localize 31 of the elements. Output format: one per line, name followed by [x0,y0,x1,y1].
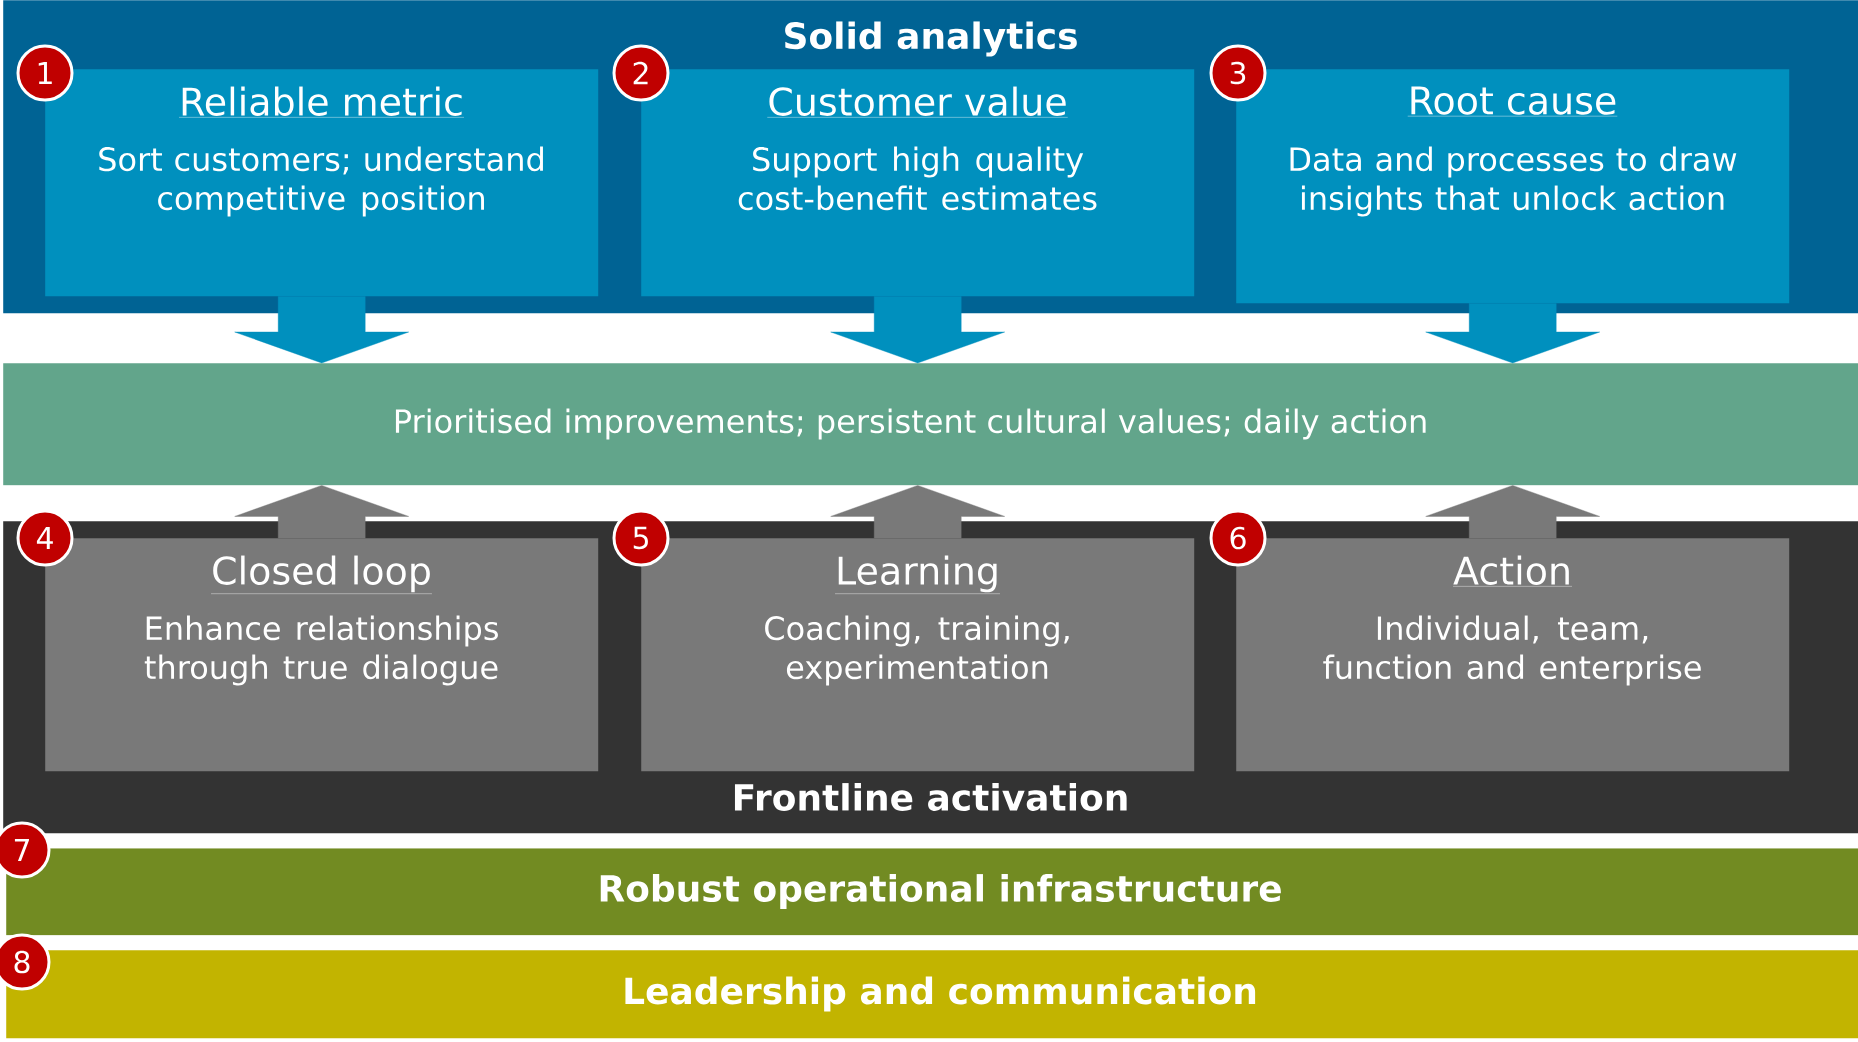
number-badge: 4 [16,509,74,567]
band-text: Prioritised improvements; persistent cultural values; daily action [395,408,1426,440]
number-badge: 1 [16,44,74,102]
box-heading: Root cause [1407,86,1618,117]
number-badge: 7 [0,821,51,879]
block-arrow [1425,303,1600,364]
number-badge: 5 [612,509,670,567]
box-text: Enhance relationships through true dialogue [144,615,498,686]
panel-title: Frontline activation [734,783,1127,811]
block-arrow [830,296,1005,364]
box-text: Data and processes to draw insights that unlock action [1290,146,1737,217]
block-arrow [234,296,409,364]
block-arrow [234,485,409,539]
box-text: Sort customers; understand competitive position [99,146,543,217]
band-text: Leadership and communication [625,976,1256,1012]
block-arrow [1425,485,1600,539]
number-badge: 8 [0,933,51,991]
box-heading: Learning [834,555,1001,594]
box-text: Individual, team, function and enterprise [1323,615,1701,686]
box-heading: Action [1452,555,1573,587]
box-heading: Reliable metric [178,86,465,118]
number-badge: 2 [612,44,670,102]
number-badge: 6 [1209,509,1267,567]
box-text: Coaching, training, experimentation [765,615,1069,686]
number-badge: 3 [1209,44,1267,102]
box-text: Support high quality cost-benefit estimates [738,146,1097,211]
box-heading: Customer value [767,86,1068,118]
panel-title: Solid analytics [785,21,1077,57]
band-text: Robust operational infrastructure [600,874,1281,909]
block-arrow [830,485,1005,539]
box-heading: Closed loop [210,555,433,594]
